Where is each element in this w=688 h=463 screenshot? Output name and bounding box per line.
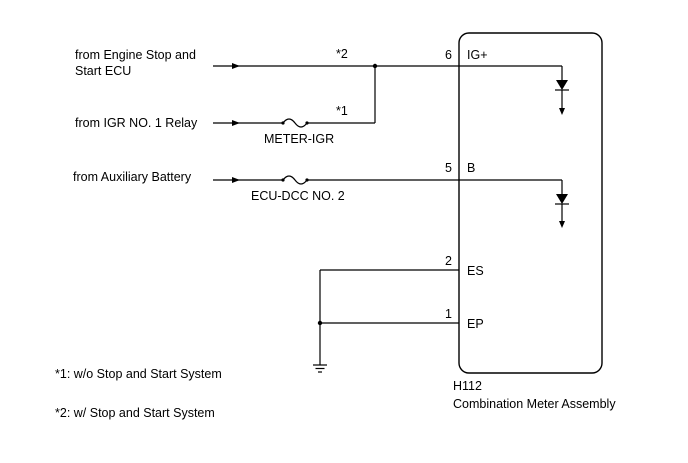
pin-name-ig: IG+	[467, 48, 488, 62]
arrow-ig-icon	[232, 63, 240, 69]
arrow-igr-icon	[232, 120, 240, 126]
source-aux-battery: from Auxiliary Battery	[73, 170, 192, 184]
wire-note-star1: *1	[336, 104, 348, 118]
pin-number-ep: 1	[445, 307, 452, 321]
ground-icon	[313, 364, 327, 373]
footnote-1: *1: w/o Stop and Start System	[55, 367, 222, 381]
component-code: H112	[453, 379, 482, 393]
diode-ig-icon	[555, 66, 569, 115]
pin-name-es: ES	[467, 264, 484, 278]
fuse-meter-igr-icon	[282, 118, 308, 128]
pin-number-es: 2	[445, 254, 452, 268]
wire-b	[213, 175, 562, 185]
fuse-label-ecu-dcc: ECU-DCC NO. 2	[251, 189, 345, 203]
wire-igr	[213, 66, 376, 128]
arrow-b-icon	[232, 177, 240, 183]
pin-number-ig: 6	[445, 48, 452, 62]
footnote-2: *2: w/ Stop and Start System	[55, 406, 215, 420]
junction-dot	[317, 320, 323, 326]
wire-note-star2: *2	[336, 47, 348, 61]
pin-name-ep: EP	[467, 317, 484, 331]
wire-ig-plus	[213, 63, 562, 69]
source-engine-stop-line1: from Engine Stop and	[75, 48, 196, 62]
component-name: Combination Meter Assembly	[453, 397, 616, 411]
fuse-ecu-dcc-icon	[282, 175, 308, 185]
combination-meter-box	[458, 32, 603, 374]
pin-number-b: 5	[445, 161, 452, 175]
pin-name-b: B	[467, 161, 475, 175]
diode-b-icon	[555, 180, 569, 228]
source-engine-stop-line2: Start ECU	[75, 64, 131, 78]
source-igr-relay: from IGR NO. 1 Relay	[75, 116, 198, 130]
fuse-label-meter-igr: METER-IGR	[264, 132, 334, 146]
wire-ground	[317, 269, 459, 365]
